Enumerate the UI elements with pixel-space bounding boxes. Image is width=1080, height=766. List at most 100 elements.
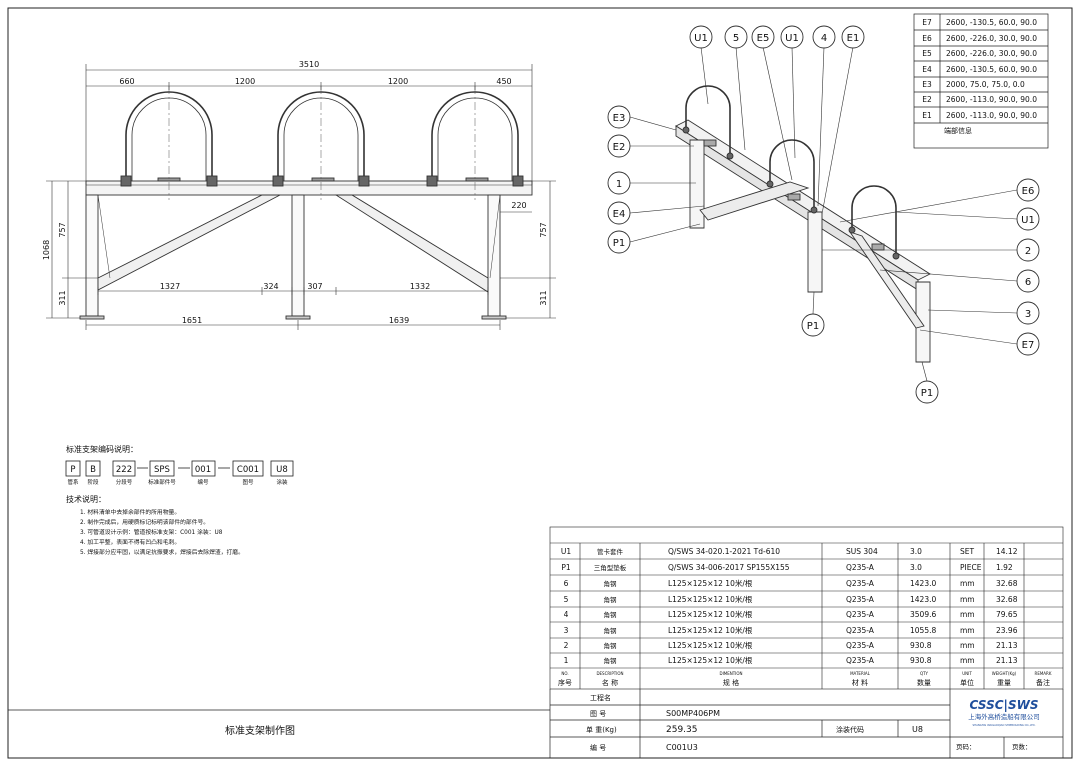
endpoint-value: 2600, -226.0, 30.0, 90.0	[946, 49, 1037, 58]
balloon-label: P1	[613, 238, 625, 249]
bom-row: U1 管卡套件 Q/SWS 34-020.1-2021 Td-610 SUS 3…	[561, 547, 1018, 556]
bom-weight: 21.13	[996, 641, 1018, 650]
project-label: 工程名	[590, 693, 611, 702]
logo-mark: CSSC|SWS	[970, 698, 1039, 712]
endpoint-value: 2600, -130.5, 60.0, 90.0	[946, 18, 1037, 27]
bom-spec: L125×125×12 10米/根	[668, 640, 753, 650]
endpoint-value: 2600, -113.0, 90.0, 90.0	[946, 95, 1037, 104]
number-value: C001U3	[666, 743, 698, 752]
bom-rows: U1 管卡套件 Q/SWS 34-020.1-2021 Td-610 SUS 3…	[561, 547, 1018, 665]
balloon-label: E6	[1022, 186, 1035, 197]
bom-unit: mm	[960, 641, 975, 650]
bom-material: Q235-A	[846, 563, 875, 572]
bom-row: 1 角钢 L125×125×12 10米/根 Q235-A 930.8 mm 2…	[564, 655, 1018, 665]
dim-top-span: 1200	[388, 77, 408, 86]
endpoint-value: 2600, -113.0, 90.0, 90.0	[946, 111, 1037, 120]
bom-row: P1 三角型垫板 Q/SWS 34-006-2017 SP155X155 Q23…	[561, 563, 1013, 572]
bom-material: Q235-A	[846, 641, 875, 650]
dim-right-offset: 220	[511, 201, 526, 210]
leader-lines	[629, 46, 1018, 382]
company-logo: CSSC|SWS 上海外高桥造船有限公司 SHANGHAI WAIGAOQIAO…	[968, 698, 1040, 727]
drawing-no-label: 图 号	[590, 710, 606, 718]
balloon-label: E2	[613, 142, 626, 153]
bom-spec: L125×125×12 10米/根	[668, 578, 753, 588]
title-block: 标准支架制作图 工程名 图 号 S00MP406PM 单 重(Kg) 259.3…	[225, 693, 1040, 752]
bom-unit: mm	[960, 610, 975, 619]
bom-material: Q235-A	[846, 610, 875, 619]
drawing-no: S00MP406PM	[666, 709, 720, 718]
bom-no: 2	[564, 641, 569, 650]
bom-qty: 1055.8	[910, 626, 936, 635]
bom-header-en: MATERIAL	[850, 671, 871, 676]
code-box: B	[90, 465, 96, 475]
dim-top-span: 450	[496, 77, 511, 86]
bom-qty: 930.8	[910, 656, 932, 665]
balloon-label: P1	[807, 321, 819, 332]
title-block-grid	[8, 689, 1064, 758]
dimension-texts: 3510 660 1200 1200 450 1068 757 311 757 …	[42, 60, 548, 325]
bom-no: 3	[564, 626, 569, 635]
code-label: 分段号	[116, 478, 133, 486]
bom-material: Q235-A	[846, 656, 875, 665]
dim-mid-span: 1332	[410, 282, 430, 291]
endpoint-value: 2600, -226.0, 30.0, 90.0	[946, 34, 1037, 43]
bom-name: 角钢	[604, 579, 618, 588]
endpoint-id: E5	[922, 49, 932, 58]
code-label: 标准部件号	[148, 478, 176, 486]
balloon-label: E7	[1022, 340, 1035, 351]
bom-row: 3 角钢 L125×125×12 10米/根 Q235-A 1055.8 mm …	[564, 625, 1018, 635]
bom-header-en: QTY	[920, 671, 929, 676]
front-elevation-view	[79, 86, 533, 320]
bom-name: 角钢	[604, 610, 618, 619]
code-box: P	[70, 465, 75, 475]
bom-name: 角钢	[604, 595, 618, 604]
dim-left-upper: 757	[58, 222, 67, 237]
bom-name: 管卡套件	[597, 547, 624, 556]
bom-no: 5	[564, 595, 569, 604]
bom-name: 角钢	[604, 656, 618, 665]
tech-note-line: 1. 材料清单中去掉余部件的所用物量。	[80, 508, 180, 516]
bom-unit: mm	[960, 656, 975, 665]
bom-header-en: UNIT	[962, 671, 972, 676]
dim-mid-span: 307	[307, 282, 322, 291]
dim-left-total: 1068	[42, 240, 51, 260]
balloon-label: 4	[821, 33, 827, 44]
weight-value: 259.35	[666, 725, 698, 735]
bom-unit: mm	[960, 626, 975, 635]
bom-row: 4 角钢 L125×125×12 10米/根 Q235-A 3509.6 mm …	[564, 609, 1018, 619]
balloon-label: E1	[847, 33, 860, 44]
endpoint-id: E1	[922, 111, 932, 120]
bom-unit: mm	[960, 579, 975, 588]
endpoint-id: E4	[922, 65, 932, 74]
bom-unit: SET	[960, 547, 974, 556]
sheet-border	[7, 7, 1073, 759]
bom-header-cn: 材 料	[852, 678, 868, 687]
dim-top-span: 1200	[235, 77, 255, 86]
dimension-lines	[46, 64, 556, 330]
code-box: C001	[237, 465, 259, 475]
bom-spec: Q/SWS 34-020.1-2021 Td-610	[668, 547, 780, 556]
balloon-label: 2	[1025, 246, 1031, 257]
bom-weight: 23.96	[996, 626, 1018, 635]
bom-unit: PIECE	[960, 563, 982, 572]
bom-row: 2 角钢 L125×125×12 10米/根 Q235-A 930.8 mm 2…	[564, 640, 1018, 650]
balloon-label: U1	[694, 33, 708, 44]
bom-spec: L125×125×12 10米/根	[668, 655, 753, 665]
bom-row: 5 角钢 L125×125×12 10米/根 Q235-A 1423.0 mm …	[564, 594, 1018, 604]
bom-header-cn: 重量	[997, 679, 1011, 687]
endpoint-id: E7	[922, 18, 932, 27]
code-label: 管系	[67, 478, 79, 486]
endpoint-id: E6	[922, 34, 932, 43]
dim-mid-span: 1327	[160, 282, 180, 291]
bom-material: Q235-A	[846, 626, 875, 635]
dim-right-lower: 311	[539, 290, 548, 305]
bom-name: 三角型垫板	[594, 563, 627, 572]
bom-no: P1	[561, 563, 571, 572]
coating-value: U8	[912, 725, 923, 734]
bom-weight: 1.92	[996, 563, 1013, 572]
code-box: 001	[195, 465, 211, 475]
bom-header-cn: 备注	[1036, 678, 1050, 687]
bom-weight: 32.68	[996, 579, 1018, 588]
bom-weight: 14.12	[996, 547, 1018, 556]
